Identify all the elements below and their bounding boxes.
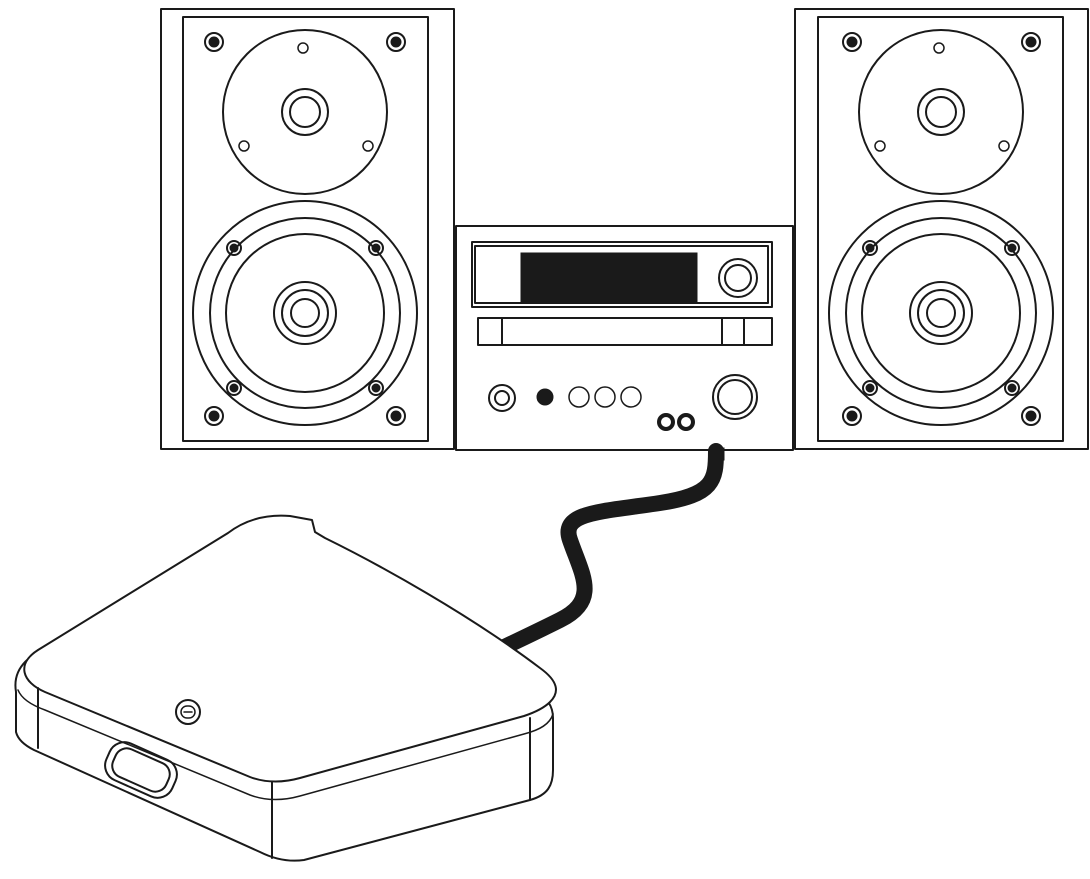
right-speaker-icon <box>794 8 1089 450</box>
left-speaker-icon <box>160 8 455 450</box>
audio-cable-icon <box>480 443 725 663</box>
bridge-logo-icon <box>175 699 201 725</box>
bridge-port <box>104 741 178 799</box>
wireless-bridge-device-icon <box>14 514 557 862</box>
display-panel <box>520 252 698 304</box>
stereo-receiver-icon <box>455 225 794 451</box>
